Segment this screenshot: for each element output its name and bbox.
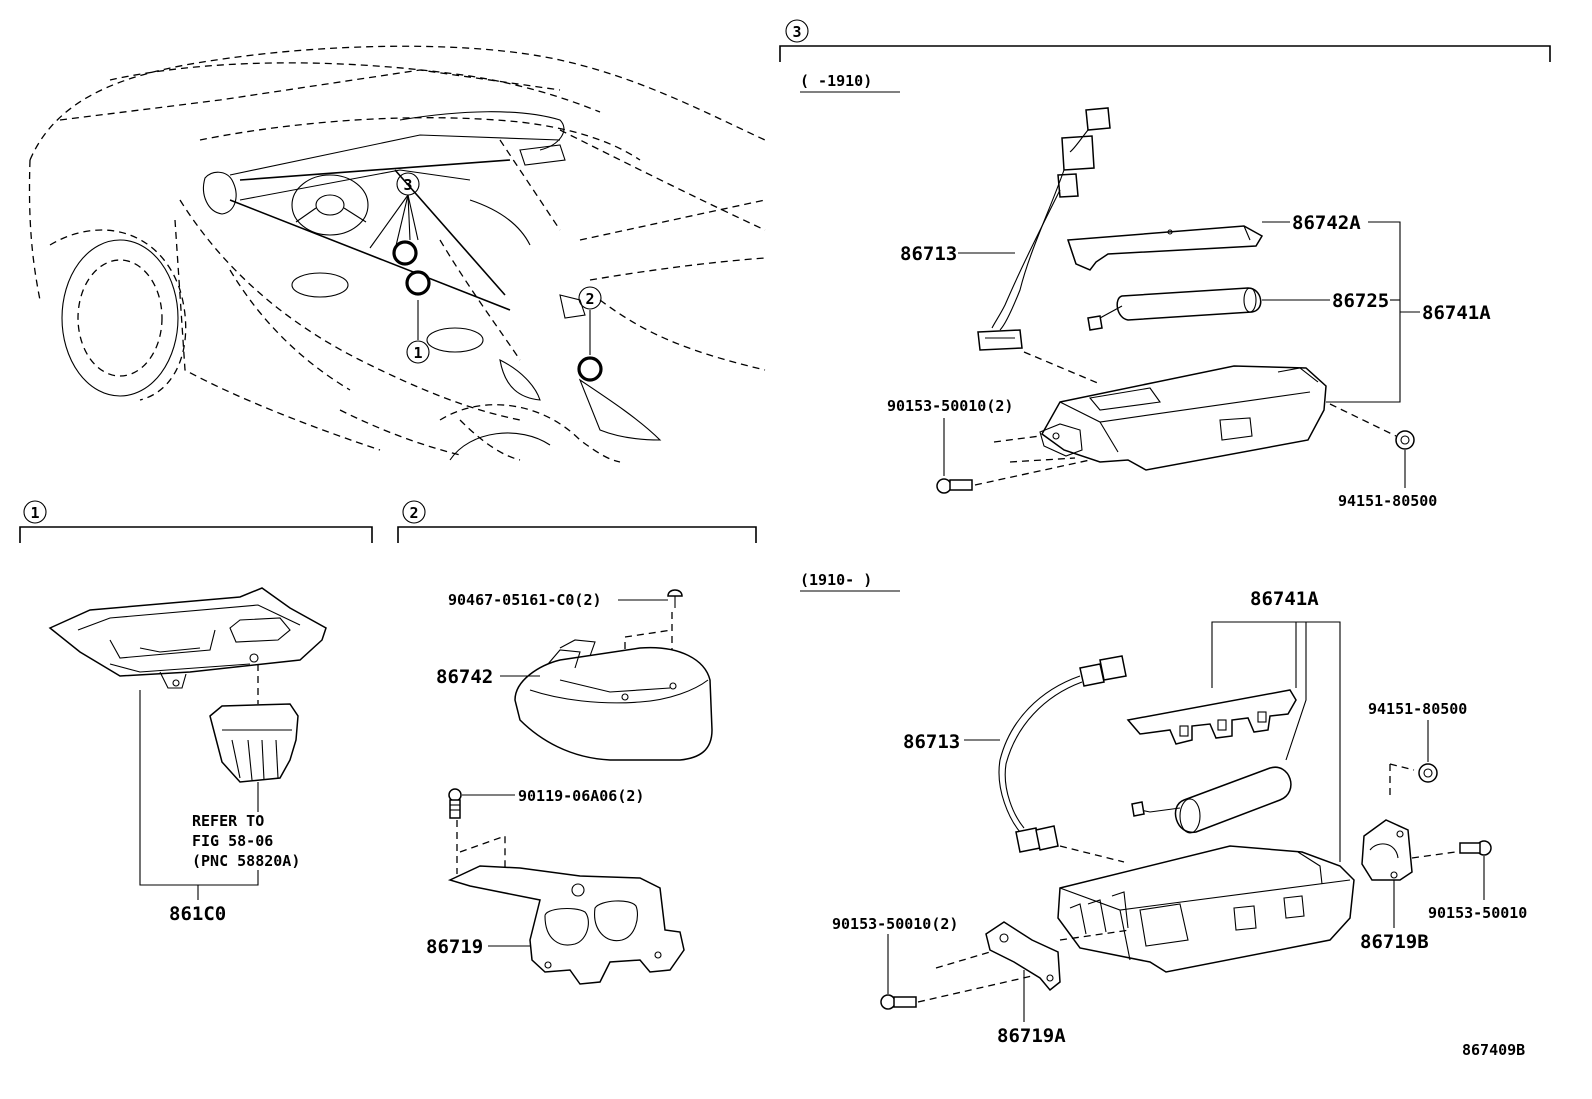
- part-label-86719A: 86719A: [997, 1025, 1066, 1047]
- location-ring-3: [392, 240, 418, 266]
- svg-text:2: 2: [585, 290, 594, 308]
- part-label-90119-06A06: 90119-06A06(2): [518, 787, 644, 805]
- location-ring-1: [405, 270, 431, 296]
- part-label-86742: 86742: [436, 666, 493, 688]
- svg-text:3: 3: [403, 176, 412, 194]
- part-label-86725: 86725: [1332, 290, 1389, 312]
- section-1: 1 REFER TO FIG 58-06 (PNC 58820A) 861C0: [19, 500, 373, 925]
- refer-note-line3: (PNC 58820A): [192, 852, 300, 870]
- part-label-94151-80500-upper: 94151-80500: [1338, 492, 1437, 510]
- part-label-86713-lower: 86713: [903, 731, 960, 753]
- vehicle-overview: 3 1 2: [28, 45, 766, 463]
- part-label-86741A-lower: 86741A: [1250, 588, 1319, 610]
- date-range-lower: (1910- ): [800, 571, 872, 589]
- part-label-90153-50010-upper: 90153-50010(2): [887, 397, 1013, 415]
- part-label-90153-50010-right: 90153-50010: [1428, 904, 1527, 922]
- overview-callout-2: 2: [578, 286, 602, 310]
- figure-id: 867409B: [1462, 1041, 1525, 1059]
- section-3: 3: [779, 19, 1551, 62]
- section-3-lower: (1910- ) 86741A 86713: [800, 571, 1527, 1047]
- part-label-86742A: 86742A: [1292, 212, 1361, 234]
- part-label-861C0: 861C0: [169, 903, 226, 925]
- overview-callout-3: 3: [396, 172, 420, 196]
- location-ring-2: [577, 356, 603, 382]
- part-label-94151-80500-lower: 94151-80500: [1368, 700, 1467, 718]
- part-label-86713-upper: 86713: [900, 243, 957, 265]
- section-2: 2 90467-05161-C0(2) 86742 90119-06A06(2): [397, 500, 757, 985]
- svg-text:1: 1: [413, 344, 422, 362]
- section-2-callout: 2: [409, 504, 418, 522]
- refer-note-line1: REFER TO: [192, 812, 264, 830]
- part-label-90467-05161-C0: 90467-05161-C0(2): [448, 591, 602, 609]
- overview-callout-1: 1: [406, 340, 430, 364]
- date-range-upper: ( -1910): [800, 72, 872, 90]
- section-3-upper: ( -1910) 86713 86742A 86725 86741A: [800, 72, 1491, 510]
- section-3-callout: 3: [792, 23, 801, 41]
- part-label-90153-50010-lower: 90153-50010(2): [832, 915, 958, 933]
- part-label-86741A-upper: 86741A: [1422, 302, 1491, 324]
- part-label-86719B: 86719B: [1360, 931, 1429, 953]
- refer-note-line2: FIG 58-06: [192, 832, 273, 850]
- part-label-86719: 86719: [426, 936, 483, 958]
- section-1-callout: 1: [30, 504, 39, 522]
